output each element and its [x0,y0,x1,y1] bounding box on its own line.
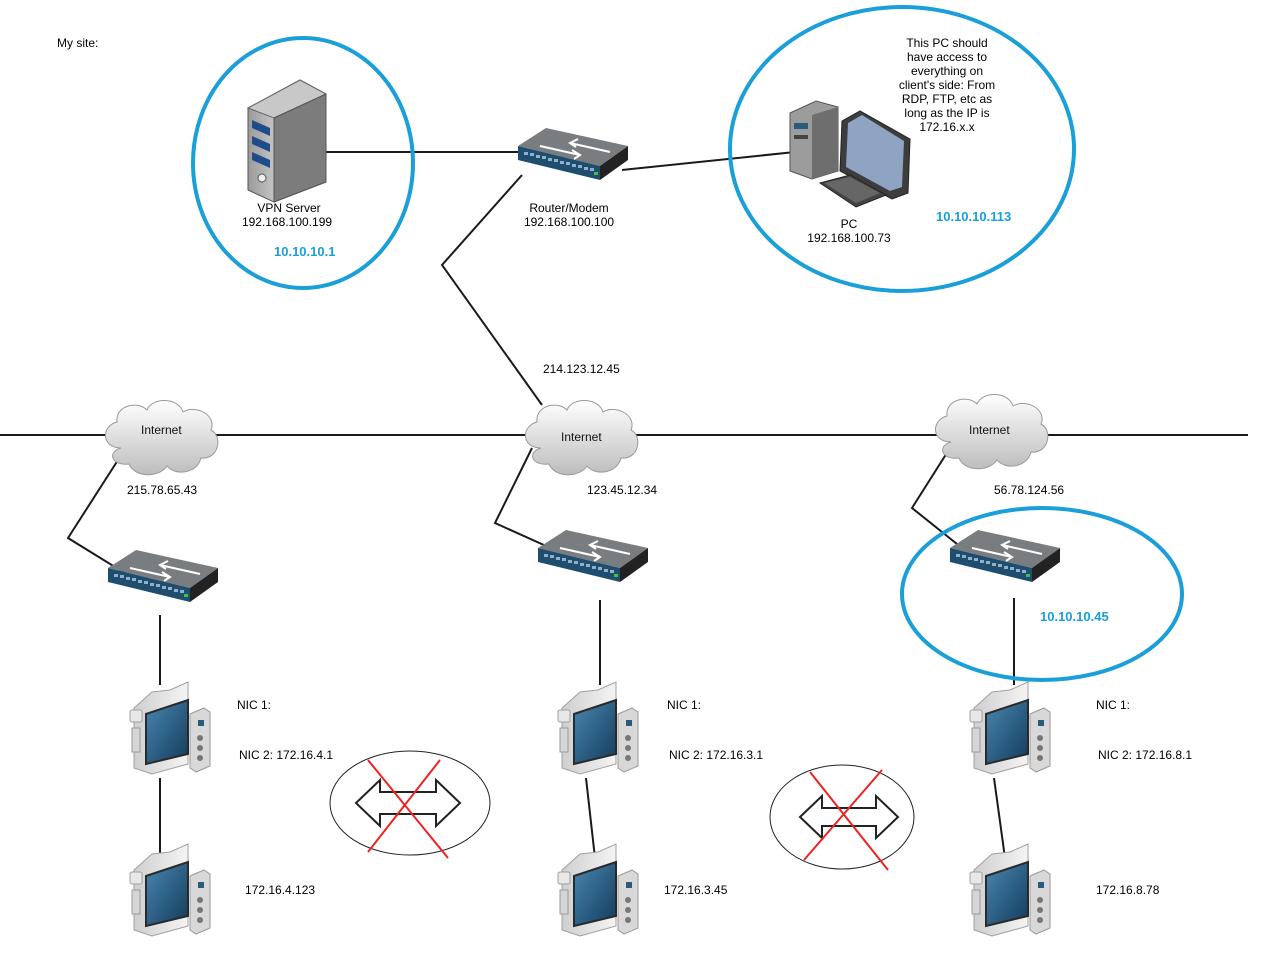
blocked-link-left [329,750,491,859]
double-arrow-icon [798,793,900,841]
client-right-vpn-ip: 10.10.10.45 [1040,609,1109,624]
blocked-link-right [769,764,915,871]
internet-label-left: Internet [141,423,182,437]
client-left-nic2: NIC 2: 172.16.4.1 [239,748,334,762]
client-switch-center [537,529,649,583]
vpn-server-ip: 192.168.100.199 [241,215,333,229]
client-center-public-ip: 123.45.12.34 [587,483,658,497]
client-switch-right [949,529,1061,583]
pc-note: This PC should have access to everything… [898,36,996,134]
vpn-server-icon [246,79,328,203]
pc-vpn-ip: 10.10.10.113 [936,209,1012,224]
client-right-public-ip: 56.78.124.56 [994,483,1065,497]
client-switch-left [107,549,219,603]
client-right-nic2: NIC 2: 172.16.8.1 [1098,748,1193,762]
link-host1-host2-c [993,777,1006,859]
link-internet2-switch [493,447,556,551]
link-host1-host2-b [585,777,596,859]
link-internet3-switch [910,447,963,549]
pc-icon [789,100,911,208]
internet-cloud-left [104,399,219,476]
client-right-host-ip: 172.16.8.78 [1096,883,1160,897]
vpn-server-highlight [191,36,415,290]
cross-line-icon [803,769,883,861]
pc-name: PC [840,217,858,231]
double-arrow-icon [354,777,462,829]
vpn-server-name: VPN Server [257,201,321,215]
client-right-nic1: NIC 1: [1096,698,1131,712]
client-center-nic2: NIC 2: 172.16.3.1 [669,748,764,762]
client-router-highlight [900,506,1184,682]
pc-highlight [728,5,1076,293]
router-name: Router/Modem [529,201,609,215]
link-internet1-switch [66,459,129,576]
router-wan-ip: 214.123.12.45 [543,362,620,376]
client-left-public-ip: 215.78.65.43 [127,483,198,497]
internet-label-right: Internet [969,423,1010,437]
link-router-internet [440,174,543,406]
pc-ip: 192.168.100.73 [807,231,891,245]
client-center-nic1: NIC 1: [667,698,702,712]
cross-line-icon [809,771,889,871]
site-label: My site: [57,36,99,50]
workstation-icon-center-1 [557,681,639,775]
vpn-highlights [191,5,1184,682]
workstation-icon-right-2 [969,843,1051,937]
link-router-pc [621,151,796,171]
internet-label-center: Internet [561,430,602,444]
workstation-icon-left-1 [129,681,211,775]
vpn-server-vpn-ip: 10.10.10.1 [274,244,336,259]
client-left-nic1: NIC 1: [237,698,272,712]
cross-line-icon [367,759,441,853]
workstation-icon-center-2 [557,843,639,937]
client-left-host-ip: 172.16.4.123 [245,883,316,897]
workstation-icon-right-1 [969,681,1051,775]
cross-line-icon [367,759,449,859]
workstation-icon-left-2 [129,843,211,937]
router-ip: 192.168.100.100 [523,215,615,229]
router-modem-icon [517,127,629,181]
client-center-host-ip: 172.16.3.45 [664,883,728,897]
